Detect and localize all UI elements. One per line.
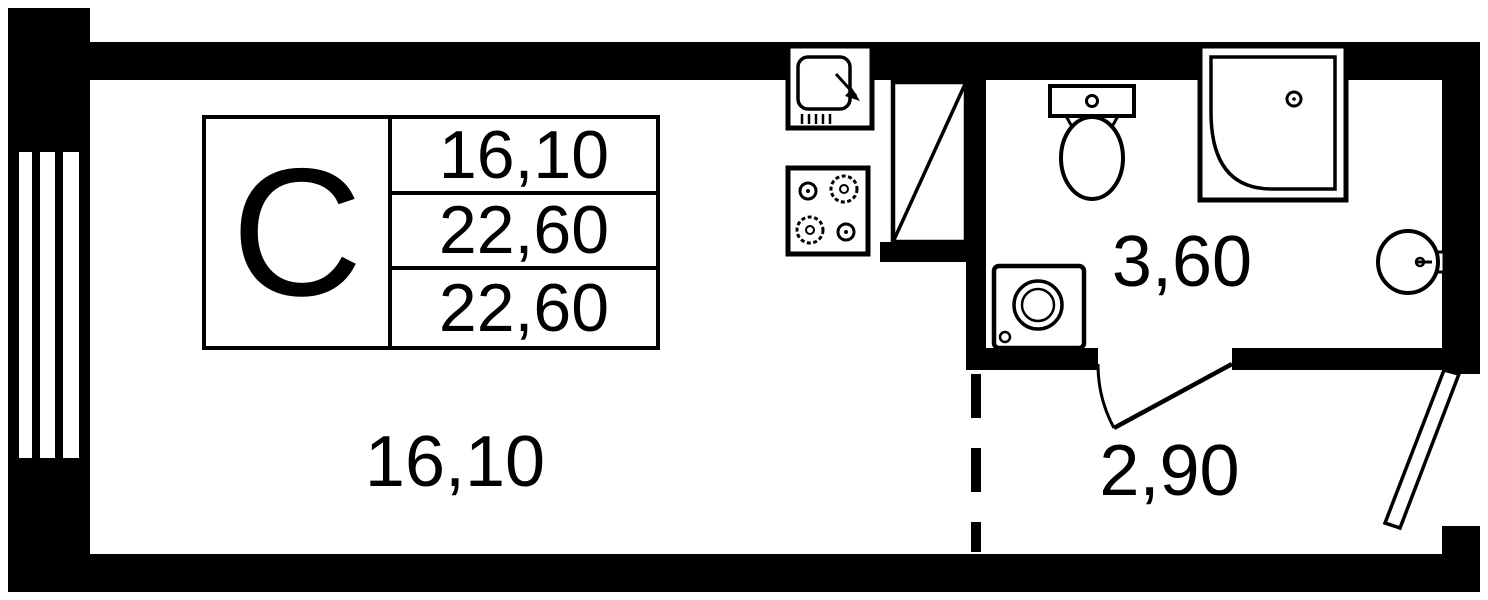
bathroom-area-label: 3,60 (1111, 222, 1253, 302)
wall-bathroom-bottom-right (1232, 348, 1452, 370)
window-stripe (55, 152, 63, 458)
apartment-info-table: С 16,10 22,60 22,60 (202, 115, 660, 350)
washing-machine-icon (991, 263, 1087, 351)
info-table-row-3: 22,60 (438, 270, 610, 347)
vent-shaft (890, 79, 969, 245)
apartment-type-label: С (206, 119, 392, 346)
stove-icon (785, 165, 871, 257)
wall-bathroom-bottom-left (966, 348, 1098, 370)
living-room-area-label: 16,10 (364, 422, 546, 502)
toilet-icon (1048, 84, 1136, 201)
info-table-row-1: 16,10 (392, 119, 656, 195)
wall-top-left-block (8, 8, 90, 152)
info-table-row-2: 22,60 (392, 195, 656, 271)
bathtub-icon (1197, 43, 1349, 203)
window-stripe (79, 152, 90, 458)
wall-right-upper (1442, 42, 1480, 374)
bathroom-door (1096, 362, 1234, 430)
wall-partition-bathroom (966, 78, 986, 370)
hallway-area-label: 2,90 (1099, 431, 1240, 511)
kitchen-sink-icon (785, 43, 875, 131)
wall-bottom (88, 554, 1480, 592)
wall-bottom-left-block (8, 458, 90, 592)
window-stripe (32, 152, 40, 458)
balcony-window (8, 152, 90, 458)
wall-shaft-bottom (880, 242, 986, 262)
washbasin-icon (1376, 229, 1446, 295)
window-stripe (8, 152, 19, 458)
entrance-door (1382, 367, 1462, 531)
